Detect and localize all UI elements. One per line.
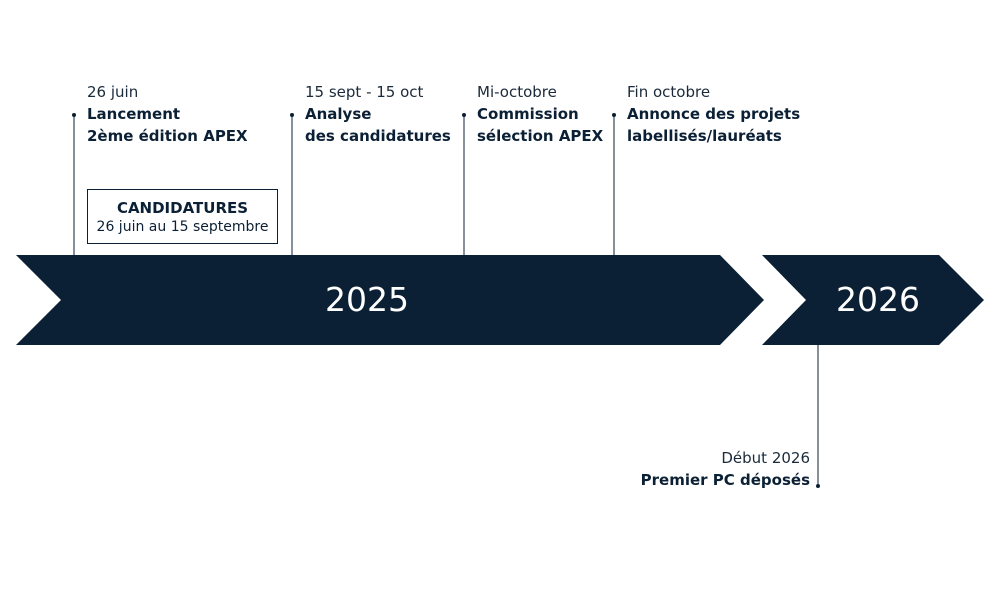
milestone-1-dot — [72, 113, 76, 117]
milestone-title: Annonce des projets — [627, 105, 801, 123]
year-2026-arrow — [762, 255, 984, 345]
year-2025-arrow — [16, 255, 764, 345]
milestone-date: Fin octobre — [627, 83, 711, 101]
milestone-analysis: 15 sept - 15 oct Analyse des candidature… — [305, 81, 451, 147]
milestone-5-dot — [816, 484, 820, 488]
milestone-title: des candidatures — [305, 127, 451, 145]
milestone-date: Début 2026 — [721, 449, 810, 467]
milestone-date: 15 sept - 15 oct — [305, 83, 424, 101]
callout-title: CANDIDATURES — [116, 199, 249, 217]
milestone-2-dot — [290, 113, 294, 117]
milestone-title: Commission — [477, 105, 579, 123]
year-2026-label: 2026 — [836, 280, 920, 319]
callout-subtitle: 26 juin au 15 septembre — [96, 219, 269, 235]
milestone-title: Analyse — [305, 105, 372, 123]
milestone-date: 26 juin — [87, 83, 139, 101]
milestone-title: labellisés/lauréats — [627, 127, 782, 145]
milestone-commission: Mi-octobre Commission sélection APEX — [477, 81, 603, 147]
year-2025-label: 2025 — [325, 280, 409, 319]
milestone-announcement: Fin octobre Annonce des projets labellis… — [627, 81, 800, 147]
milestone-3-dot — [462, 113, 466, 117]
milestone-title: Premier PC déposés — [640, 471, 810, 489]
milestone-title: 2ème édition APEX — [87, 127, 248, 145]
milestone-title: sélection APEX — [477, 127, 604, 145]
milestone-4-dot — [612, 113, 616, 117]
milestone-title: Lancement — [87, 105, 181, 123]
applications-callout-box: CANDIDATURES 26 juin au 15 septembre — [87, 189, 278, 244]
milestone-launch: 26 juin Lancement 2ème édition APEX — [87, 81, 248, 147]
milestone-date: Mi-octobre — [477, 83, 557, 101]
milestone-first-pc: Début 2026 Premier PC déposés — [641, 447, 810, 491]
